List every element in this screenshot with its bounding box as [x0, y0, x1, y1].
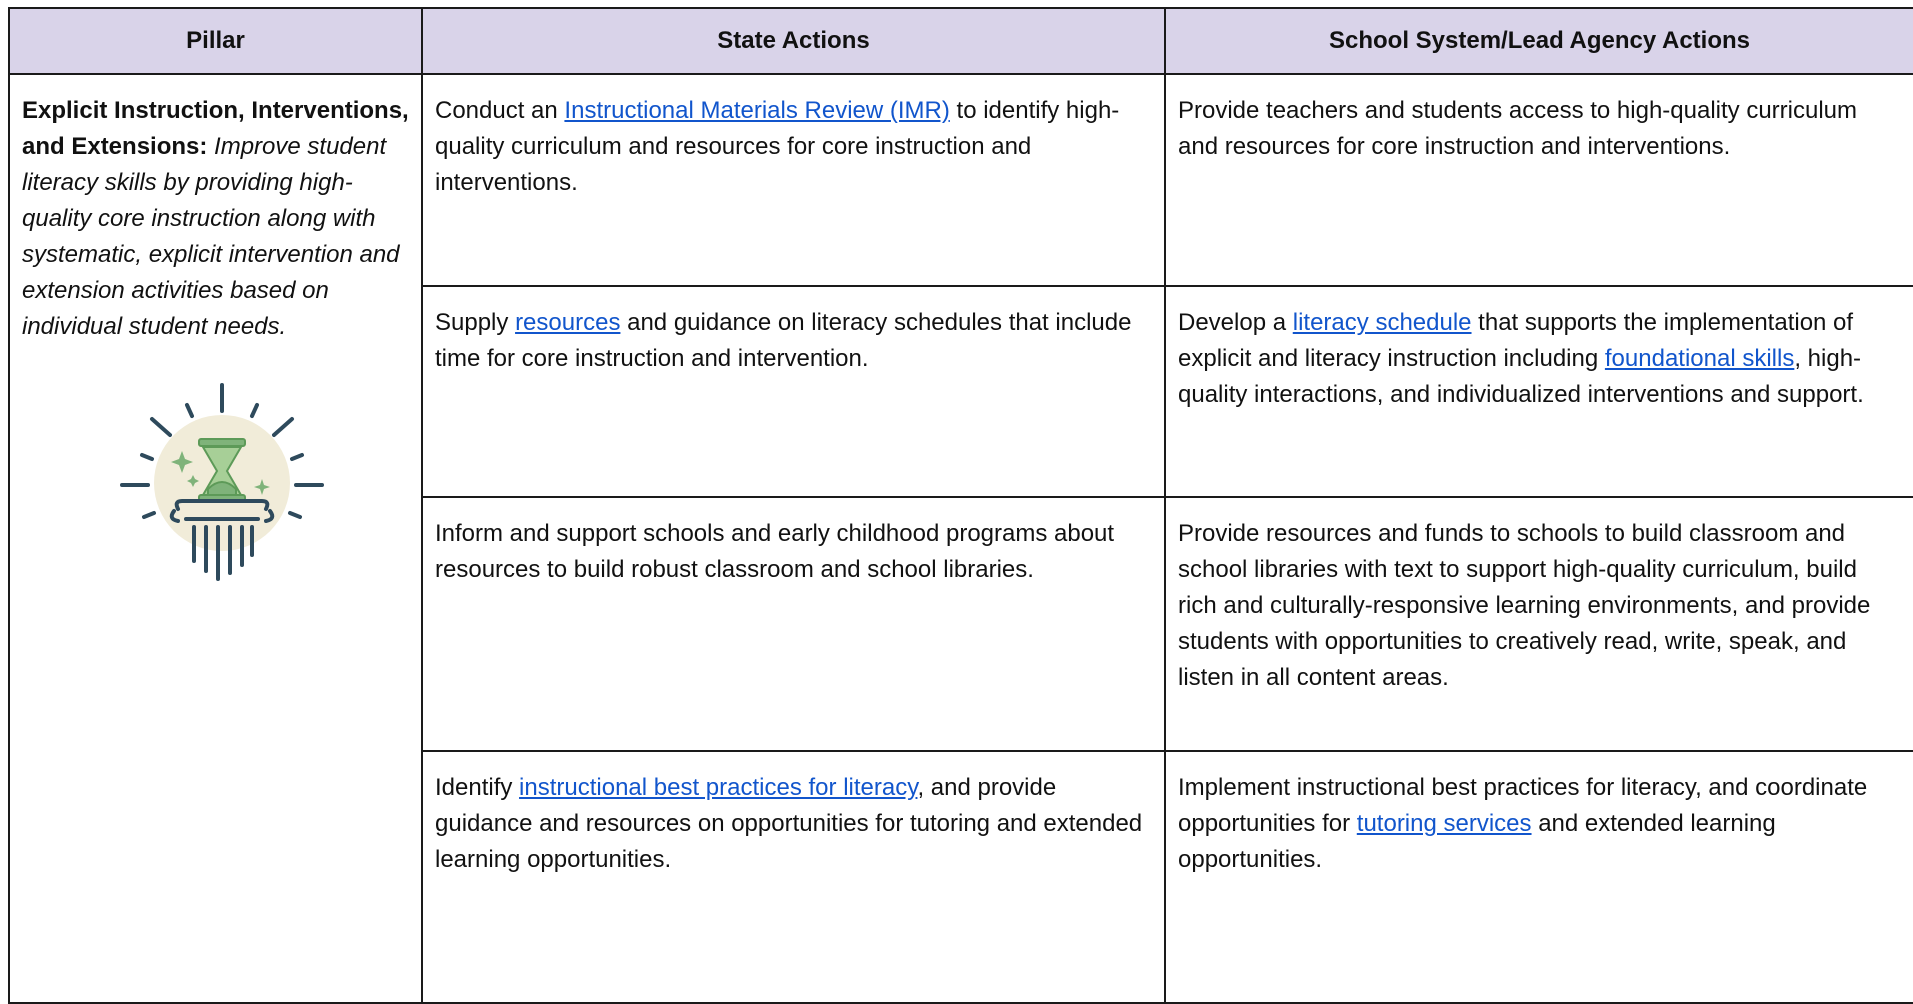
state-action-cell: Inform and support schools and early chi…	[421, 496, 1166, 752]
pillar-title: Explicit Instruction, Interventions, and…	[22, 97, 409, 160]
literacy-schedule-link[interactable]: literacy schedule	[1292, 309, 1472, 336]
foundational-skills-link[interactable]: foundational skills	[1604, 345, 1795, 372]
header-school-actions: School System/Lead Agency Actions	[1164, 7, 1913, 75]
table-row: Identify instructional best practices fo…	[9, 750, 1913, 1004]
header-pillar: Pillar	[8, 7, 423, 75]
table-row: Inform and support schools and early chi…	[9, 496, 1913, 752]
actions-table: Pillar State Actions School System/Lead …	[8, 7, 1913, 1004]
table-row: Explicit Instruction, Interventions, and…	[8, 73, 1913, 1004]
school-action-cell: Implement instructional best practices f…	[1164, 750, 1913, 1004]
state-action-cell: Supply resources and guidance on literac…	[421, 285, 1166, 498]
header-state-actions: State Actions	[421, 7, 1166, 75]
resources-link[interactable]: resources	[515, 309, 621, 336]
tutoring-services-link[interactable]: tutoring services	[1356, 810, 1532, 837]
hourglass-pillar-icon	[120, 383, 324, 581]
table-row: Supply resources and guidance on literac…	[9, 285, 1913, 498]
pillar-cell: Explicit Instruction, Interventions, and…	[8, 73, 423, 1004]
school-action-cell: Provide resources and funds to schools t…	[1164, 496, 1913, 752]
school-action-cell: Provide teachers and students access to …	[1164, 73, 1913, 287]
imr-link[interactable]: Instructional Materials Review (IMR)	[564, 97, 950, 124]
pillar-text: Explicit Instruction, Interventions, and…	[22, 93, 409, 345]
header-row: Pillar State Actions School System/Lead …	[8, 7, 1913, 75]
state-action-cell: Identify instructional best practices fo…	[421, 750, 1166, 1004]
state-action-cell: Conduct an Instructional Materials Revie…	[421, 73, 1166, 287]
best-practices-link[interactable]: instructional best practices for literac…	[519, 774, 918, 801]
school-action-cell: Develop a literacy schedule that support…	[1164, 285, 1913, 498]
pillar-description: Improve student literacy skills by provi…	[22, 133, 400, 340]
